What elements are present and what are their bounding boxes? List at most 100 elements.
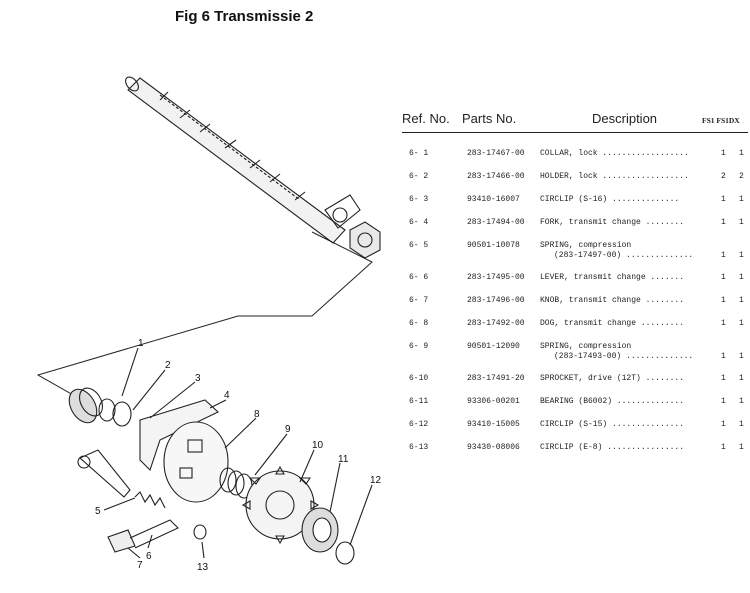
qty-fs1-cell: 1 xyxy=(721,218,726,227)
callout-12: 12 xyxy=(370,475,382,486)
ref-cell: 6- 2 xyxy=(409,172,429,181)
transmission-shaft xyxy=(125,76,346,244)
qty-fs1-cell: 1 xyxy=(721,273,726,282)
table-row: 6- 4 283-17494-00 FORK, transmit change ..… xyxy=(402,218,748,241)
ref-cell: 6- 4 xyxy=(409,218,429,227)
qty-fs1dx-cell: 1 xyxy=(739,195,744,204)
ref-cell: 6- 6 xyxy=(409,273,429,282)
table-header: Ref. No. Parts No. Description FS1 FS1DX xyxy=(402,108,748,133)
lock-holder xyxy=(324,194,361,229)
description-continued-cell: (283-17497-00) .............. xyxy=(554,251,694,260)
lever-spring xyxy=(134,491,166,509)
description-cell: CIRCLIP (S-16) .............. xyxy=(540,195,680,204)
table-row: 6- 9 90501-12090 SPRING, compression(283-1… xyxy=(402,342,748,374)
circlip-e8 xyxy=(193,524,207,540)
ref-cell: 6-12 xyxy=(409,420,429,429)
callout-4: 4 xyxy=(224,390,230,401)
ref-cell: 6- 8 xyxy=(409,319,429,328)
description-cell: LEVER, transmit change ....... xyxy=(540,273,685,282)
header-qty: FS1 FS1DX xyxy=(702,116,740,125)
qty-fs1dx-cell: 1 xyxy=(739,149,744,158)
callout-10: 10 xyxy=(312,440,324,451)
qty-fs1-cell: 1 xyxy=(721,420,726,429)
parts-no-cell: 90501-12090 xyxy=(467,342,520,351)
parts-no-cell: 283-17494-00 xyxy=(467,218,525,227)
parts-table: Ref. No. Parts No. Description FS1 FS1DX… xyxy=(402,108,748,466)
qty-fs1dx-cell: 1 xyxy=(739,218,744,227)
header-description: Description xyxy=(592,111,658,126)
transmit-knob xyxy=(107,529,136,553)
qty-fs1dx-cell: 1 xyxy=(739,420,744,429)
qty-fs1dx-cell: 1 xyxy=(739,374,744,383)
transmit-dog xyxy=(163,421,229,503)
description-cell: CIRCLIP (S-15) ............... xyxy=(540,420,685,429)
qty-fs1-cell: 1 xyxy=(721,251,726,260)
description-cell: SPRING, compression xyxy=(540,241,632,250)
qty-fs1-cell: 1 xyxy=(721,352,726,361)
description-cell: SPRING, compression xyxy=(540,342,632,351)
qty-fs1dx-cell: 1 xyxy=(739,251,744,260)
description-cell: COLLAR, lock .................. xyxy=(540,149,689,158)
ref-cell: 6- 9 xyxy=(409,342,429,351)
qty-fs1-cell: 1 xyxy=(721,397,726,406)
callout-13: 13 xyxy=(197,562,209,573)
callout-11: 11 xyxy=(338,454,349,465)
callout-numbers: 1 2 3 4 5 6 7 8 9 10 11 12 13 xyxy=(95,338,382,573)
transmit-fork xyxy=(139,399,219,472)
description-continued-cell: (283-17493-00) .............. xyxy=(554,352,694,361)
callout-7: 7 xyxy=(137,560,143,571)
qty-fs1dx-cell: 1 xyxy=(739,319,744,328)
circlip-ring xyxy=(112,401,132,427)
qty-fs1dx-cell: 2 xyxy=(739,172,744,181)
table-row: 6- 6 283-17495-00 LEVER, transmit change .… xyxy=(402,273,748,296)
qty-fs1-cell: 1 xyxy=(721,195,726,204)
table-row: 6- 2 283-17466-00 HOLDER, lock ...........… xyxy=(402,172,748,195)
drive-sprocket xyxy=(241,465,320,545)
qty-fs1-cell: 1 xyxy=(721,296,726,305)
circlip-ring-small xyxy=(98,398,116,422)
description-cell: FORK, transmit change ........ xyxy=(540,218,685,227)
qty-fs1-cell: 1 xyxy=(721,443,726,452)
exploded-parts-diagram: 1 2 3 4 5 6 7 8 9 10 11 12 13 xyxy=(36,76,382,573)
qty-fs1dx-cell: 1 xyxy=(739,443,744,452)
description-cell: KNOB, transmit change ........ xyxy=(540,296,685,305)
parts-no-cell: 93410-16007 xyxy=(467,195,520,204)
table-row: 6- 7 283-17496-00 KNOB, transmit change ..… xyxy=(402,296,748,319)
header-parts: Parts No. xyxy=(462,111,517,126)
collar-part xyxy=(68,387,104,424)
parts-no-cell: 93430-08006 xyxy=(467,443,520,452)
parts-no-cell: 283-17496-00 xyxy=(467,296,525,305)
circlip-s15 xyxy=(335,541,355,565)
qty-fs1dx-cell: 1 xyxy=(739,296,744,305)
description-cell: HOLDER, lock .................. xyxy=(540,172,689,181)
header-ref: Ref. No. xyxy=(402,111,450,126)
figure-title: Fig 6 Transmissie 2 xyxy=(175,8,314,25)
transmit-lever xyxy=(78,449,131,498)
ref-cell: 6- 3 xyxy=(409,195,429,204)
description-cell: DOG, transmit change ......... xyxy=(540,319,685,328)
parts-no-cell: 93306-00201 xyxy=(467,397,520,406)
qty-fs1-cell: 2 xyxy=(721,172,726,181)
callout-2: 2 xyxy=(165,360,171,371)
ref-cell: 6- 7 xyxy=(409,296,429,305)
parts-no-cell: 283-17467-00 xyxy=(467,149,525,158)
callout-5: 5 xyxy=(95,506,101,517)
parts-no-cell: 283-17466-00 xyxy=(467,172,525,181)
qty-fs1-cell: 1 xyxy=(721,149,726,158)
assembly-outline xyxy=(36,231,373,401)
parts-no-cell: 283-17495-00 xyxy=(467,273,525,282)
table-row: 6- 3 93410-16007 CIRCLIP (S-16) ..........… xyxy=(402,195,748,218)
description-cell: BEARING (B6002) .............. xyxy=(540,397,685,406)
callout-6: 6 xyxy=(146,551,152,562)
parts-no-cell: 283-17492-00 xyxy=(467,319,525,328)
parts-no-cell: 90501-10078 xyxy=(467,241,520,250)
ref-cell: 6-10 xyxy=(409,374,429,383)
description-cell: CIRCLIP (E-8) ................ xyxy=(540,443,685,452)
table-row: 6- 8 283-17492-00 DOG, transmit change ...… xyxy=(402,319,748,342)
